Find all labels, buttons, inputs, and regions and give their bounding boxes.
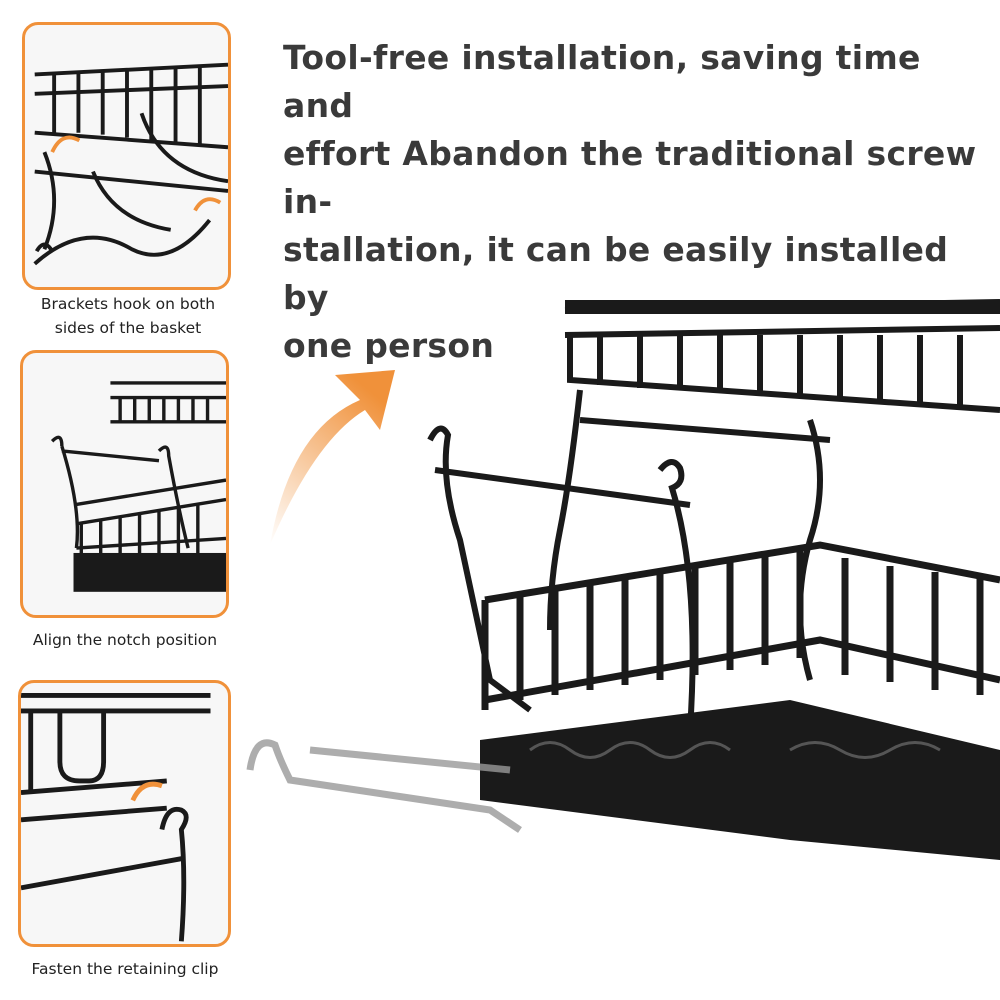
headline-line: stallation, it can be easily installed b… <box>283 230 949 317</box>
headline-line: Tool-free installation, saving time and <box>283 38 921 125</box>
drip-tray <box>480 700 1000 860</box>
orange-arrow-icon <box>270 370 395 545</box>
bracket-hook-illustration <box>33 62 228 266</box>
lower-tier <box>481 541 1000 710</box>
caption-line: Fasten the retaining clip <box>31 960 219 978</box>
caption-line: sides of the basket <box>54 319 202 337</box>
step-1-image <box>22 22 231 290</box>
step-3-image <box>18 680 231 947</box>
caption-line: Align the notch position <box>32 631 218 649</box>
step-3-caption: Fasten the retaining clip <box>14 957 236 981</box>
headline-line: one person <box>283 326 495 365</box>
caption-line: Brackets hook on both <box>40 295 216 313</box>
step-2-image <box>20 350 229 618</box>
step-1-caption: Brackets hook on both sides of the baske… <box>20 292 236 340</box>
align-notch-illustration <box>50 381 226 592</box>
bracket-ghost <box>246 739 522 833</box>
headline: Tool-free installation, saving time and … <box>283 34 983 370</box>
retaining-clip-illustration <box>21 692 211 942</box>
two-tier-rack-illustration <box>246 299 1000 860</box>
step-2-caption: Align the notch position <box>16 628 234 652</box>
headline-line: effort Abandon the traditional screw in- <box>283 134 977 221</box>
